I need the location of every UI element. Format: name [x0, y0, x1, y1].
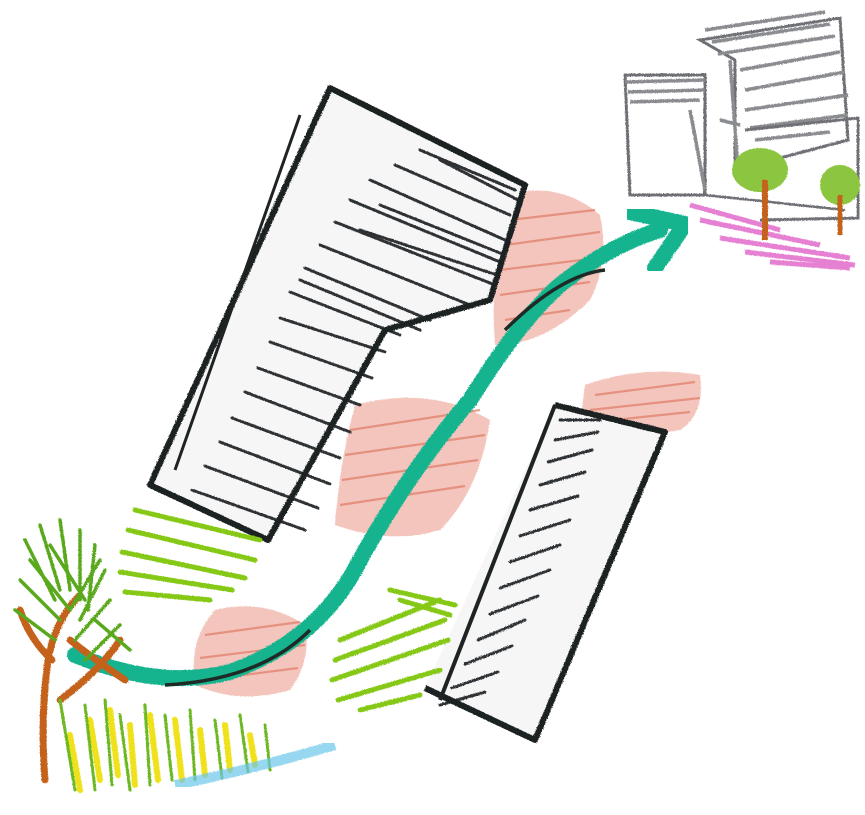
marker-sketch — [0, 0, 865, 815]
